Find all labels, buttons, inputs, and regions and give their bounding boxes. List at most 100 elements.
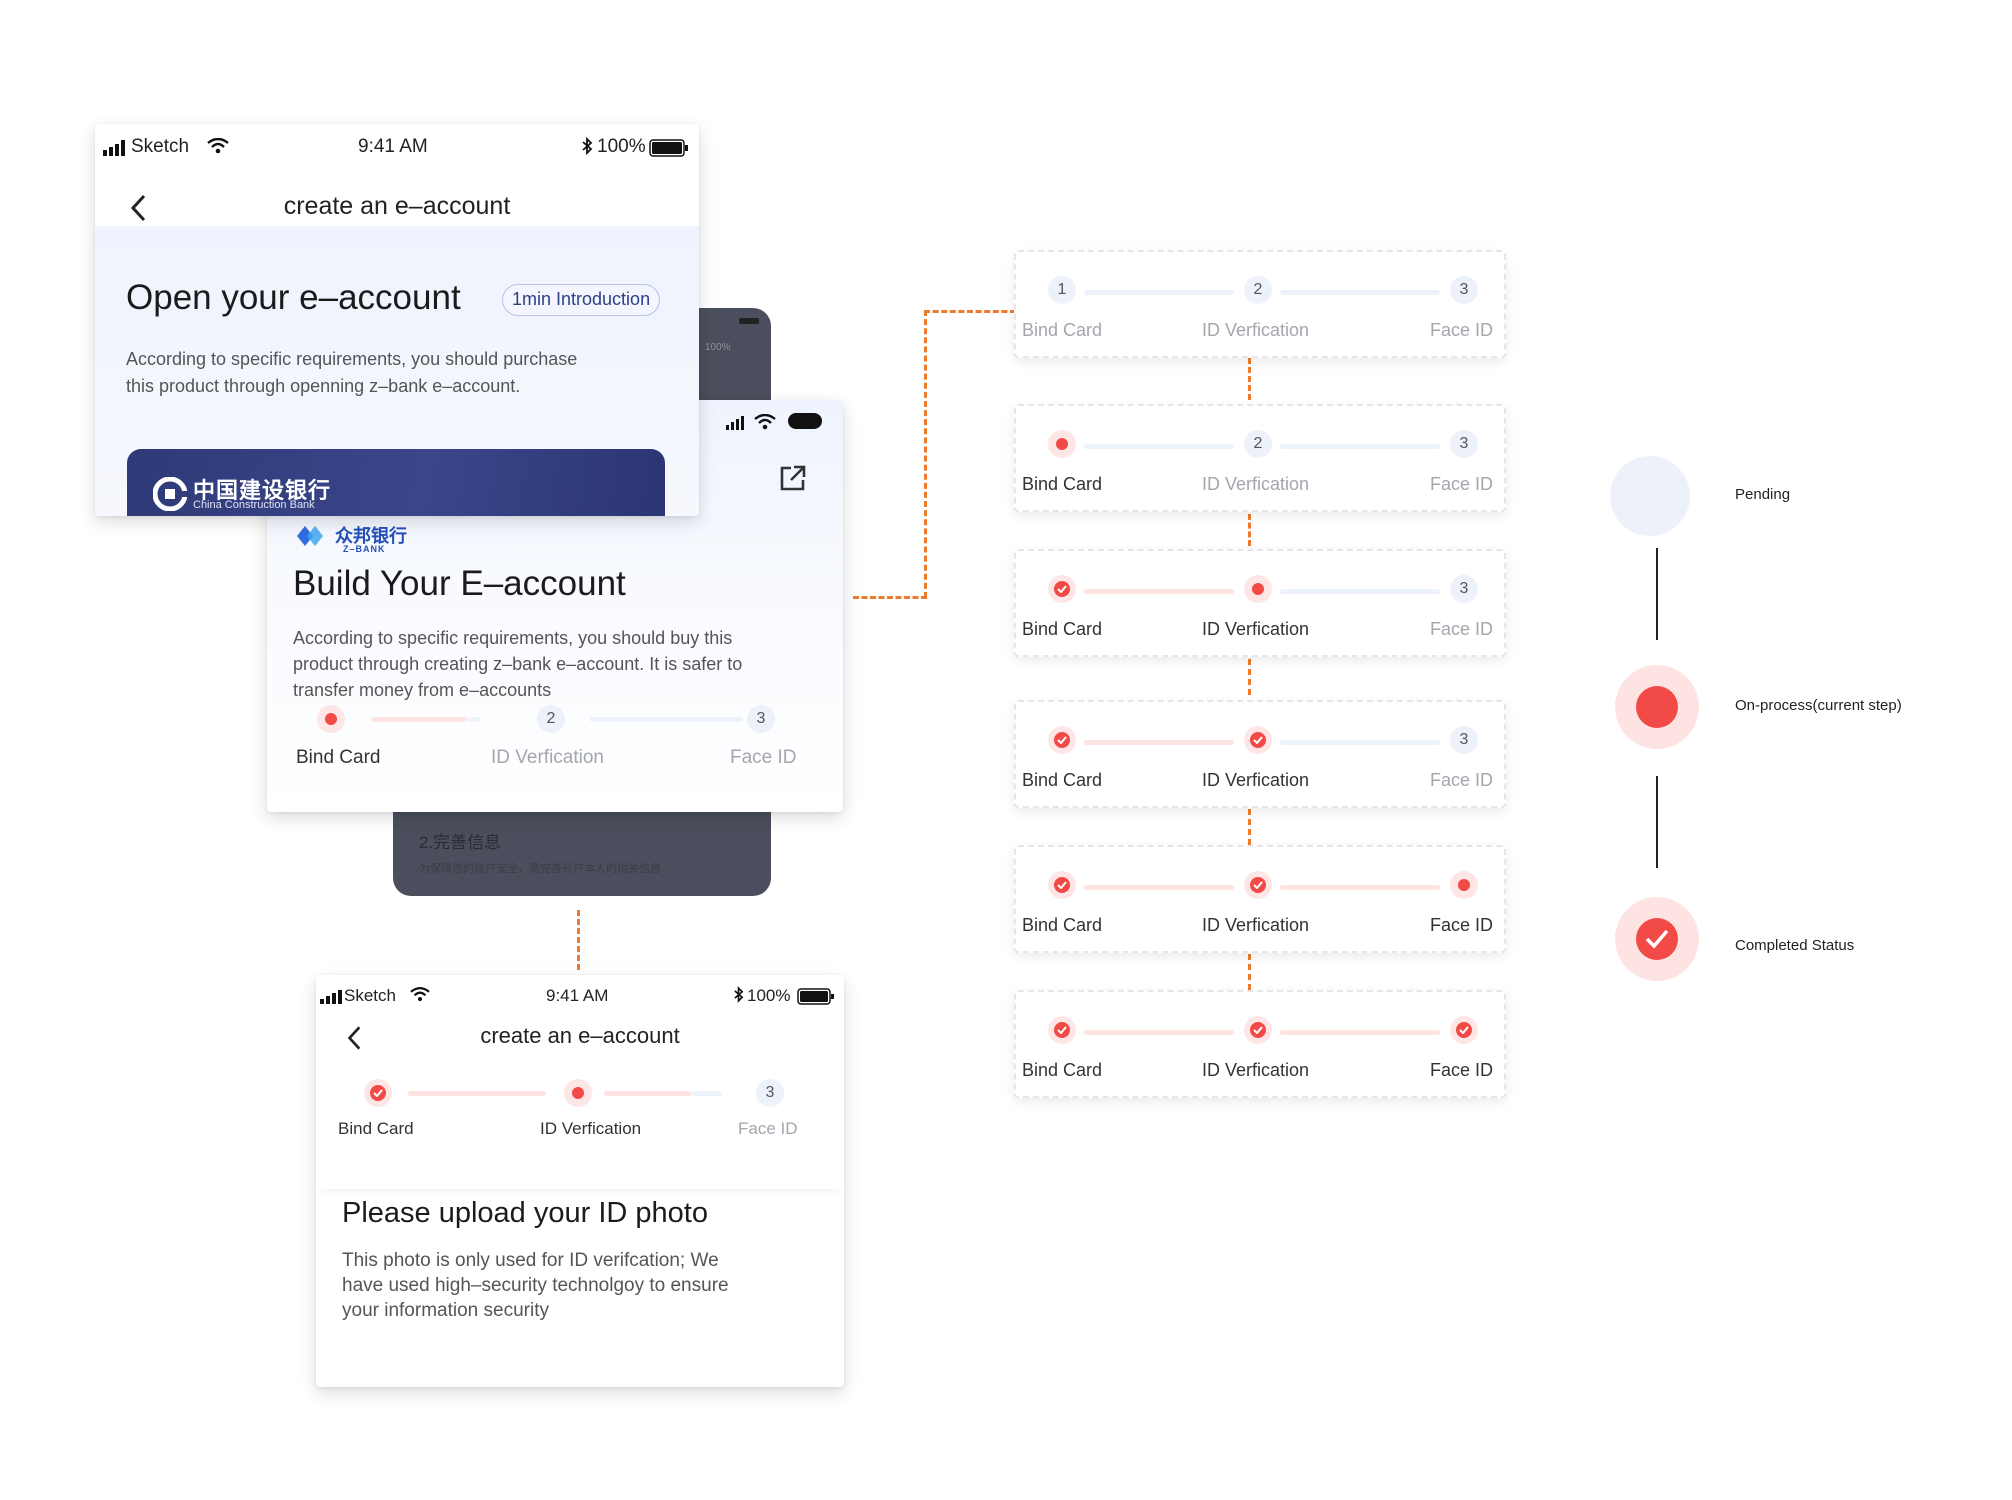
step-subtitle: 为保障您的账户安全，需完善开户本人的相关信息 xyxy=(419,863,661,875)
intro-badge[interactable]: 1min Introduction xyxy=(502,284,661,316)
step-label: Face ID xyxy=(1430,915,1494,935)
description-line: have used high–security technolgoy to en… xyxy=(342,1275,729,1296)
battery-icon xyxy=(787,412,825,435)
step-node-pending: 3 xyxy=(1450,276,1478,304)
stepper: 2 3 Bind Card ID Verfication Face ID xyxy=(267,705,843,785)
bluetooth-icon xyxy=(733,986,744,1008)
connector-line xyxy=(1248,659,1251,695)
step-node-current xyxy=(1048,430,1076,458)
step-label: ID Verfication xyxy=(1202,320,1310,340)
battery-icon xyxy=(739,318,759,324)
legend-label: Completed Status xyxy=(1735,937,1855,954)
step-track xyxy=(1280,1030,1440,1035)
nav-title: create an e–account xyxy=(480,1023,680,1048)
step-label: Bind Card xyxy=(296,747,381,768)
battery-label: 100% xyxy=(747,986,791,1005)
step-label: Face ID xyxy=(738,1119,798,1138)
back-icon[interactable] xyxy=(129,194,147,227)
wifi-icon xyxy=(410,987,430,1007)
step-label: Face ID xyxy=(1430,619,1494,639)
back-icon[interactable] xyxy=(346,1025,362,1056)
step-track xyxy=(1280,885,1440,890)
step-node-pending: 3 xyxy=(747,705,775,733)
step-label: ID Verfication xyxy=(1202,1060,1310,1080)
step-track xyxy=(1084,444,1234,449)
step-track xyxy=(1280,290,1440,295)
step-node-current xyxy=(317,705,345,733)
bank-card-banner[interactable]: 中国建设银行 China Construction Bank xyxy=(127,449,665,516)
legend-label: Pending xyxy=(1735,486,1791,503)
step-node-current xyxy=(1244,575,1272,603)
connector-line xyxy=(577,910,580,970)
share-icon[interactable] xyxy=(779,464,807,497)
step-track xyxy=(590,717,743,722)
legend-pending-icon xyxy=(1610,456,1690,536)
step-label: Bind Card xyxy=(1022,770,1103,790)
step-label: ID Verfication xyxy=(1202,619,1310,639)
check-icon xyxy=(1054,732,1070,748)
step-node-current xyxy=(564,1079,592,1107)
description-line: this product through openning z–bank e–a… xyxy=(126,376,521,396)
description-line: This photo is only used for ID verifcati… xyxy=(342,1250,719,1271)
connector-line xyxy=(924,310,927,598)
check-icon xyxy=(1250,1022,1266,1038)
step-label: ID Verfication xyxy=(540,1119,642,1138)
battery-label: 100% xyxy=(705,342,731,353)
check-icon xyxy=(1054,581,1070,597)
legend-connector xyxy=(1656,776,1658,868)
bank-logo-icon xyxy=(152,476,188,516)
step-label: Bind Card xyxy=(1022,619,1103,639)
step-node-pending: 3 xyxy=(1450,575,1478,603)
signal-icon xyxy=(726,416,744,435)
step-track xyxy=(1084,290,1234,295)
description: This photo is only used for ID verifcati… xyxy=(342,1248,729,1323)
description-line: According to specific requirements, you … xyxy=(126,349,578,369)
check-icon xyxy=(1456,1022,1472,1038)
step-node-pending: 3 xyxy=(1450,430,1478,458)
wifi-icon xyxy=(207,137,229,160)
check-icon xyxy=(1054,1022,1070,1038)
step-label: ID Verfication xyxy=(1202,915,1310,935)
zbank-name: 众邦银行 xyxy=(335,526,407,546)
step-node-pending: 3 xyxy=(756,1079,784,1107)
step-track xyxy=(1084,589,1234,594)
page-title: Please upload your ID photo xyxy=(342,1197,708,1229)
bluetooth-icon xyxy=(581,136,593,161)
description-line: transfer money from e–accounts xyxy=(293,680,552,700)
legend-connector xyxy=(1656,548,1658,640)
step-track xyxy=(1084,885,1234,890)
step-node-current xyxy=(1450,871,1478,899)
step-label: Bind Card xyxy=(1022,474,1103,494)
stepper: 3 Bind Card ID Verfication Face ID xyxy=(316,1079,844,1189)
step-label: Face ID xyxy=(1430,474,1494,494)
nav-title: create an e–account xyxy=(283,192,511,220)
step-track xyxy=(604,1091,692,1096)
battery-icon xyxy=(797,988,835,1010)
legend-current-icon xyxy=(1615,665,1699,749)
description-line: product through creating z–bank e–accoun… xyxy=(293,654,743,674)
carrier-label: Sketch xyxy=(131,136,190,157)
clock: 9:41 AM xyxy=(358,136,428,157)
step-title: 2.完善信息 xyxy=(419,833,502,852)
page-title: Open your e–account xyxy=(126,278,461,317)
step-node-done xyxy=(1048,575,1076,603)
wifi-icon xyxy=(754,413,776,435)
description-line: According to specific requirements, you … xyxy=(293,628,733,648)
step-node-done xyxy=(1048,871,1076,899)
step-track xyxy=(1280,589,1440,594)
step-node-pending: 1 xyxy=(1048,276,1076,304)
status-bar: Sketch 9:41 AM 100% xyxy=(103,136,691,160)
description-line: your information security xyxy=(342,1300,549,1321)
connector-line xyxy=(1248,809,1251,845)
step-node-done xyxy=(1048,1016,1076,1044)
connector-line xyxy=(853,596,927,599)
bank-name: 中国建设银行 xyxy=(193,478,332,503)
bank-name-en: China Construction Bank xyxy=(193,499,315,511)
connector-line xyxy=(1248,514,1251,546)
status-bar: Sketch 9:41 AM 100% xyxy=(320,985,840,1007)
